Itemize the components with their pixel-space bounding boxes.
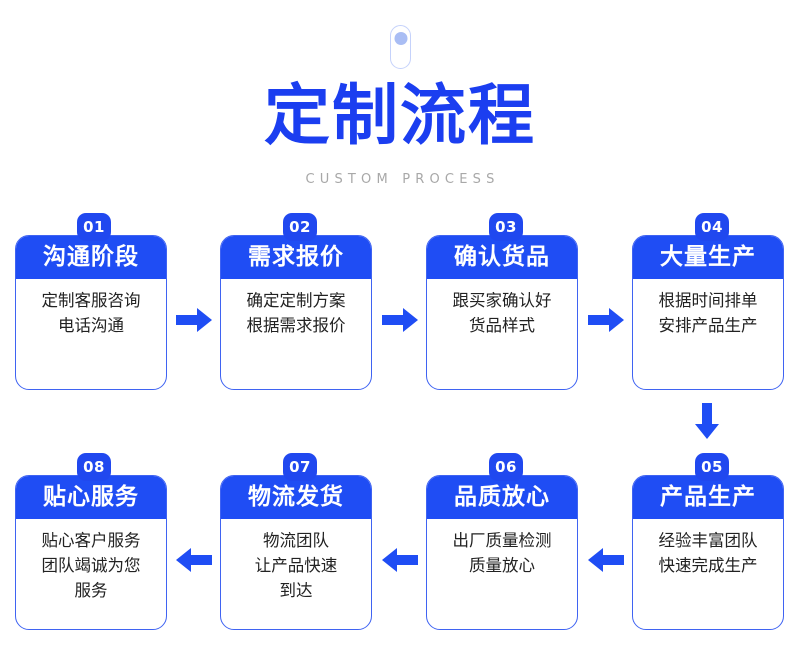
arrow-left-icon bbox=[176, 547, 214, 573]
card-line: 贴心客户服务 bbox=[41, 531, 141, 550]
card-line: 定制客服咨询 bbox=[41, 291, 141, 310]
card-title-02: 需求报价 bbox=[221, 236, 371, 279]
step-badge-07: 07 bbox=[283, 453, 317, 481]
card-title-07: 物流发货 bbox=[221, 476, 371, 519]
arrow-right-icon bbox=[588, 307, 626, 333]
card-title-03: 确认货品 bbox=[427, 236, 577, 279]
card-title-01: 沟通阶段 bbox=[16, 236, 166, 279]
card-body-06: 出厂质量检测 质量放心 bbox=[427, 519, 577, 578]
step-badge-04: 04 bbox=[695, 213, 729, 241]
card-line: 跟买家确认好 bbox=[452, 291, 552, 310]
arrow-left-icon bbox=[588, 547, 626, 573]
card-body-01: 定制客服咨询 电话沟通 bbox=[16, 279, 166, 338]
process-card-05[interactable]: 产品生产 经验丰富团队 快速完成生产 bbox=[632, 475, 784, 630]
card-body-07: 物流团队 让产品快速 到达 bbox=[221, 519, 371, 603]
card-line: 到达 bbox=[279, 581, 313, 600]
card-title-05: 产品生产 bbox=[633, 476, 783, 519]
page-header: 定制流程 CUSTOM PROCESS bbox=[0, 0, 800, 200]
card-body-02: 确定定制方案 根据需求报价 bbox=[221, 279, 371, 338]
card-title-06: 品质放心 bbox=[427, 476, 577, 519]
pill-dot-icon bbox=[394, 32, 407, 45]
arrow-right-icon bbox=[176, 307, 214, 333]
step-badge-05: 05 bbox=[695, 453, 729, 481]
card-body-04: 根据时间排单 安排产品生产 bbox=[633, 279, 783, 338]
step-badge-01: 01 bbox=[77, 213, 111, 241]
process-card-07[interactable]: 物流发货 物流团队 让产品快速 到达 bbox=[220, 475, 372, 630]
card-line: 根据时间排单 bbox=[658, 291, 758, 310]
arrow-right-icon bbox=[382, 307, 420, 333]
page-subtitle: CUSTOM PROCESS bbox=[305, 172, 500, 187]
card-line: 电话沟通 bbox=[58, 316, 124, 335]
card-line: 让产品快速 bbox=[254, 556, 338, 575]
process-row-top: 01 沟通阶段 定制客服咨询 电话沟通 02 需求报价 确定定制方案 根据需求报… bbox=[0, 213, 800, 403]
card-body-05: 经验丰富团队 快速完成生产 bbox=[633, 519, 783, 578]
process-card-03[interactable]: 确认货品 跟买家确认好 货品样式 bbox=[426, 235, 578, 390]
process-card-04[interactable]: 大量生产 根据时间排单 安排产品生产 bbox=[632, 235, 784, 390]
page-title: 定制流程 bbox=[264, 77, 536, 154]
pill-capsule-icon bbox=[390, 25, 411, 69]
arrow-left-icon bbox=[382, 547, 420, 573]
card-line: 根据需求报价 bbox=[246, 316, 346, 335]
card-line: 服务 bbox=[74, 581, 108, 600]
card-line: 物流团队 bbox=[263, 531, 329, 550]
card-line: 出厂质量检测 bbox=[452, 531, 552, 550]
step-badge-02: 02 bbox=[283, 213, 317, 241]
step-badge-03: 03 bbox=[489, 213, 523, 241]
card-title-04: 大量生产 bbox=[633, 236, 783, 279]
card-line: 安排产品生产 bbox=[658, 316, 758, 335]
card-title-08: 贴心服务 bbox=[16, 476, 166, 519]
card-line: 货品样式 bbox=[469, 316, 535, 335]
step-badge-06: 06 bbox=[489, 453, 523, 481]
arrow-down-icon bbox=[694, 403, 720, 441]
process-row-bottom: 08 贴心服务 贴心客户服务 团队竭诚为您 服务 07 物流发货 物流团队 让产… bbox=[0, 453, 800, 643]
card-line: 确定定制方案 bbox=[246, 291, 346, 310]
card-body-08: 贴心客户服务 团队竭诚为您 服务 bbox=[16, 519, 166, 603]
card-body-03: 跟买家确认好 货品样式 bbox=[427, 279, 577, 338]
process-card-06[interactable]: 品质放心 出厂质量检测 质量放心 bbox=[426, 475, 578, 630]
card-line: 快速完成生产 bbox=[658, 556, 758, 575]
card-line: 经验丰富团队 bbox=[658, 531, 758, 550]
card-line: 质量放心 bbox=[469, 556, 535, 575]
process-card-08[interactable]: 贴心服务 贴心客户服务 团队竭诚为您 服务 bbox=[15, 475, 167, 630]
card-line: 团队竭诚为您 bbox=[41, 556, 141, 575]
step-badge-08: 08 bbox=[77, 453, 111, 481]
process-card-01[interactable]: 沟通阶段 定制客服咨询 电话沟通 bbox=[15, 235, 167, 390]
process-card-02[interactable]: 需求报价 确定定制方案 根据需求报价 bbox=[220, 235, 372, 390]
